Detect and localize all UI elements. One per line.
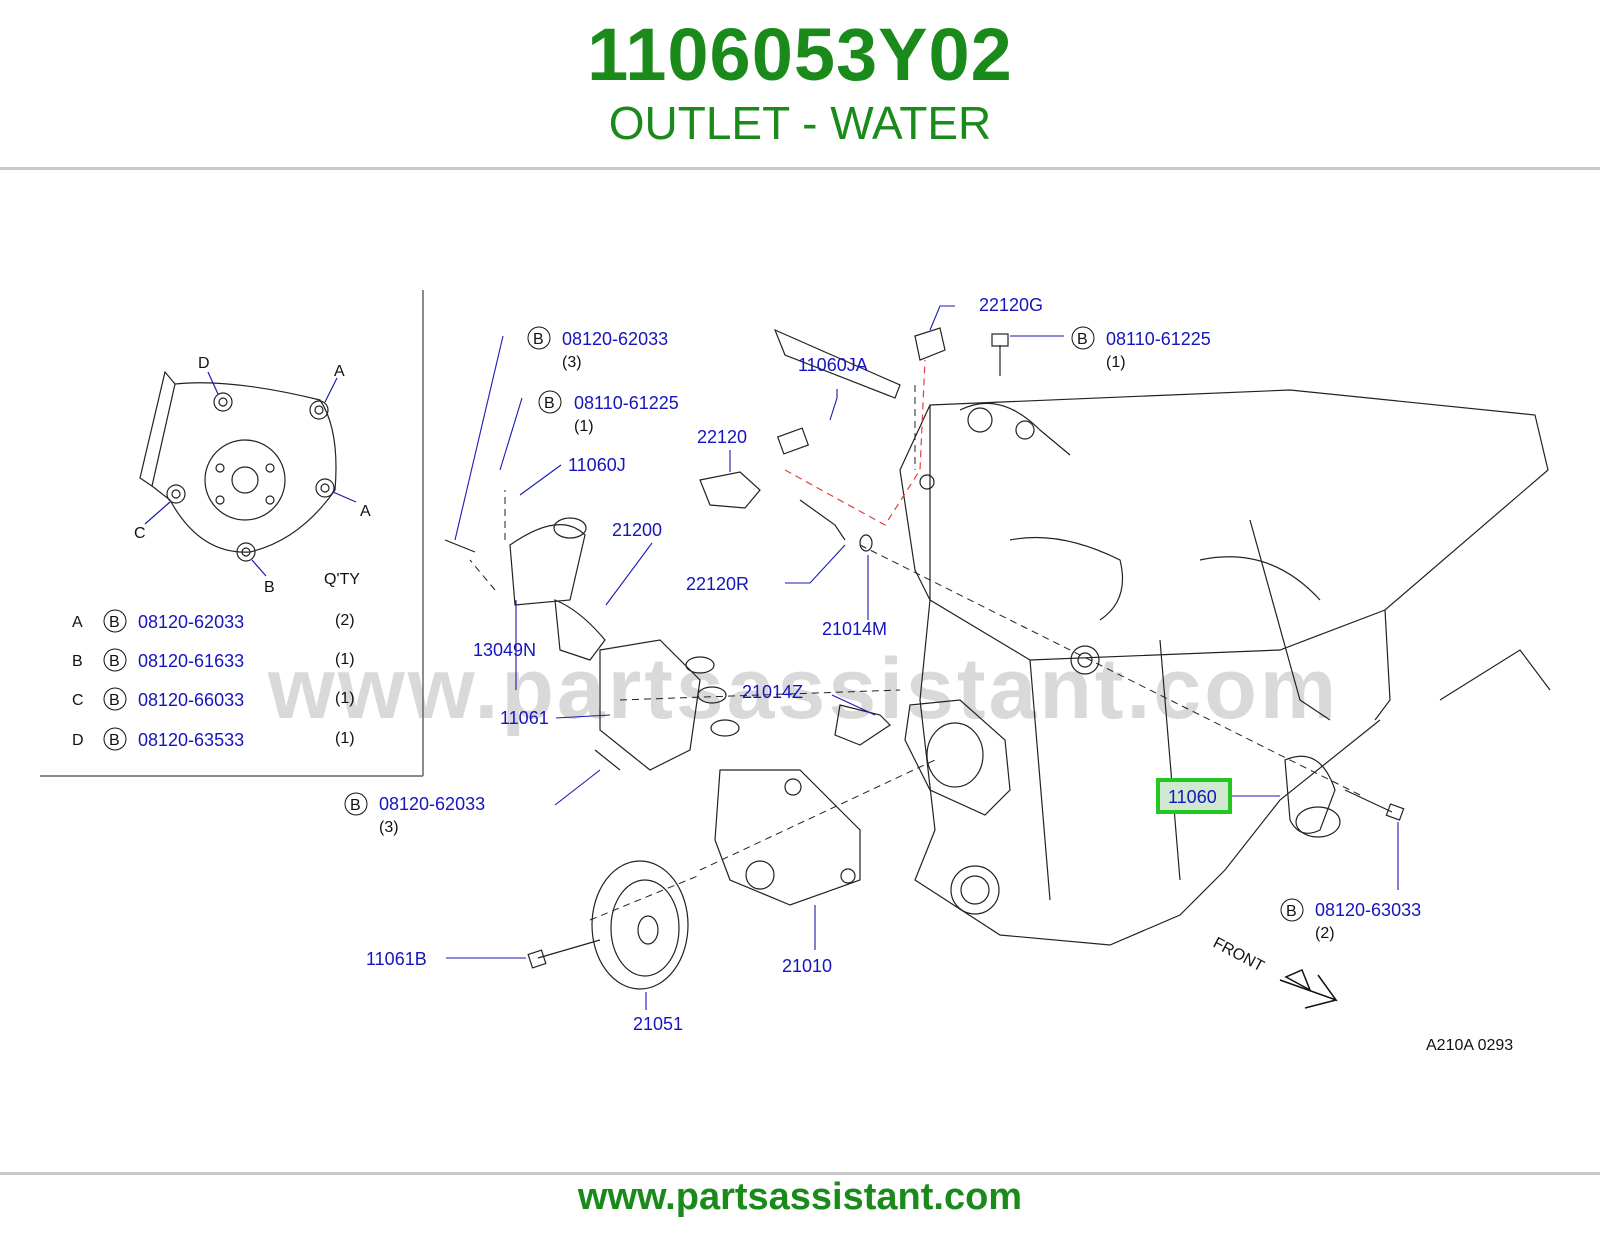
bolt-badge: B	[109, 732, 120, 749]
callout-bolt-b5[interactable]: B 08120-63033 (2)	[1280, 898, 1421, 942]
assembly-line	[859, 544, 1361, 796]
inset-part-link[interactable]: 08120-63533	[138, 730, 244, 750]
row-qty: (1)	[335, 730, 355, 747]
inset-pump-sketch	[139, 370, 357, 577]
inset-part-link[interactable]: 08120-61633	[138, 651, 244, 671]
bolt-badge: B	[1286, 903, 1297, 920]
bolt-badge: B	[350, 797, 361, 814]
part-label-13049n[interactable]: 13049N	[473, 640, 536, 660]
row-letter: A	[72, 614, 83, 631]
inset-part-link[interactable]: 08120-66033	[138, 690, 244, 710]
bolt-badge: B	[533, 331, 544, 348]
thermostat-housing-drawing	[444, 517, 740, 771]
part-number-label[interactable]: 08110-61225	[574, 393, 679, 413]
assembly-line	[699, 759, 936, 871]
assembly-line	[589, 874, 701, 921]
row-letter: D	[72, 732, 84, 749]
row-qty: (1)	[335, 690, 355, 707]
assembly-line	[619, 689, 901, 701]
part-number-label[interactable]: 08120-62033	[379, 794, 485, 814]
assembly-line	[469, 559, 496, 591]
inset-row[interactable]: D B (1)	[72, 727, 355, 751]
part-number-label[interactable]: 08110-61225	[1106, 329, 1211, 349]
pulley-drawing	[527, 860, 689, 990]
inset-row[interactable]: B B (1)	[72, 648, 355, 672]
row-letter: B	[72, 653, 83, 670]
part-number-label[interactable]: 08120-63033	[1315, 900, 1421, 920]
bolt-badge: B	[109, 692, 120, 709]
qty-label: (3)	[562, 354, 582, 371]
part-label-21014z[interactable]: 21014Z	[742, 682, 803, 702]
part-label-22120g[interactable]: 22120G	[979, 295, 1043, 315]
inset-point-a-right: A	[360, 503, 371, 520]
part-label-11061b[interactable]: 11061B	[366, 949, 427, 969]
inset-point-c: C	[134, 525, 146, 542]
part-number-label[interactable]: 08120-62033	[562, 329, 668, 349]
qty-label: (1)	[574, 418, 594, 435]
qty-label: (2)	[1315, 925, 1335, 942]
parts-diagram: www.partsassistant.com D A A C B	[40, 290, 1551, 1054]
footer-url[interactable]: www.partsassistant.com	[577, 1176, 1023, 1218]
part-label-11061[interactable]: 11061	[500, 708, 549, 728]
part-label-11060j[interactable]: 11060J	[568, 455, 626, 475]
highlighted-part-callout[interactable]: 11060	[1156, 778, 1232, 814]
part-label-11060ja[interactable]: 11060JA	[798, 355, 868, 375]
assembly-line-red	[784, 359, 926, 526]
page-subtitle: OUTLET - WATER	[608, 97, 992, 149]
inset-part-link[interactable]: 08120-62033	[138, 612, 244, 632]
leader-lines	[446, 305, 1399, 1010]
callout-bolt-b2[interactable]: B 08110-61225 (1)	[538, 390, 679, 435]
part-label-21051[interactable]: 21051	[633, 1014, 683, 1034]
inset-panel: D A A C B Q'TY A B (2) 08120-62033 B B (…	[40, 290, 424, 777]
sensor-drawing	[699, 327, 1009, 746]
bolt-badge: B	[109, 614, 120, 631]
callout-bolt-b3[interactable]: B 08110-61225 (1)	[1071, 326, 1211, 371]
part-label-22120r[interactable]: 22120R	[686, 574, 749, 594]
callout-bolt-b4[interactable]: B 08120-62033 (3)	[344, 792, 485, 836]
part-label-21010[interactable]: 21010	[782, 956, 832, 976]
footer-divider	[0, 1172, 1600, 1175]
header-divider	[0, 167, 1600, 170]
water-pump-drawing	[714, 769, 861, 906]
callout-bolt-b1[interactable]: B 08120-62033 (3)	[527, 326, 668, 371]
inset-point-a-top: A	[334, 363, 345, 380]
diagram-code: A210A 0293	[1426, 1037, 1513, 1054]
part-label-21200[interactable]: 21200	[612, 520, 662, 540]
part-label-21014m[interactable]: 21014M	[822, 619, 887, 639]
gasket-drawing	[904, 699, 1011, 816]
bolt-badge: B	[1077, 331, 1088, 348]
bolt-badge: B	[109, 653, 120, 670]
row-qty: (2)	[335, 612, 355, 629]
water-outlet-drawing	[1284, 755, 1405, 838]
inset-qty-header: Q'TY	[324, 571, 360, 588]
inset-point-b: B	[264, 579, 275, 596]
watermark: www.partsassistant.com	[267, 641, 1339, 737]
part-label-22120[interactable]: 22120	[697, 427, 747, 447]
inset-point-d: D	[198, 355, 210, 372]
qty-label: (1)	[1106, 354, 1126, 371]
qty-label: (3)	[379, 819, 399, 836]
inset-row[interactable]: C B (1)	[72, 687, 355, 711]
row-letter: C	[72, 692, 84, 709]
part-label-11060[interactable]: 11060	[1168, 787, 1217, 807]
inset-row[interactable]: A B (2)	[72, 609, 355, 633]
front-label: FRONT	[1210, 935, 1267, 976]
bolt-badge: B	[544, 395, 555, 412]
row-qty: (1)	[335, 651, 355, 668]
page-title: 1106053Y02	[587, 13, 1013, 96]
front-arrow-icon	[1279, 969, 1339, 1009]
